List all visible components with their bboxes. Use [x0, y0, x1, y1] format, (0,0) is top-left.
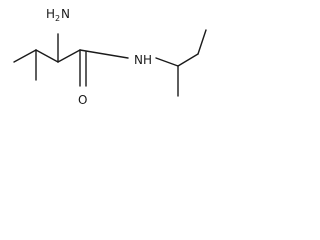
amine-label: H 2 N [46, 7, 70, 23]
bond-ch-to-ethyl-ch2 [177, 53, 199, 67]
bond-ethyl-ch2-to-ch3 [197, 29, 207, 55]
amine-subscript: 2 [55, 14, 60, 23]
amine-h: H [46, 7, 55, 21]
bond-amide-n-to-ch [155, 57, 179, 67]
carbonyl-oxygen-label: O [78, 93, 87, 107]
bond-alpha-carbon-to-carbonyl [57, 49, 81, 63]
bond-ch-to-alpha-carbon [35, 49, 59, 63]
bond-carbonyl-to-amide-n [79, 49, 129, 59]
bond-methyl-upper-to-ch [13, 49, 37, 63]
amine-n: N [61, 7, 70, 21]
chemical-structure: H 2 N NH O [13, 7, 207, 107]
amide-nh-label: NH [134, 53, 152, 67]
